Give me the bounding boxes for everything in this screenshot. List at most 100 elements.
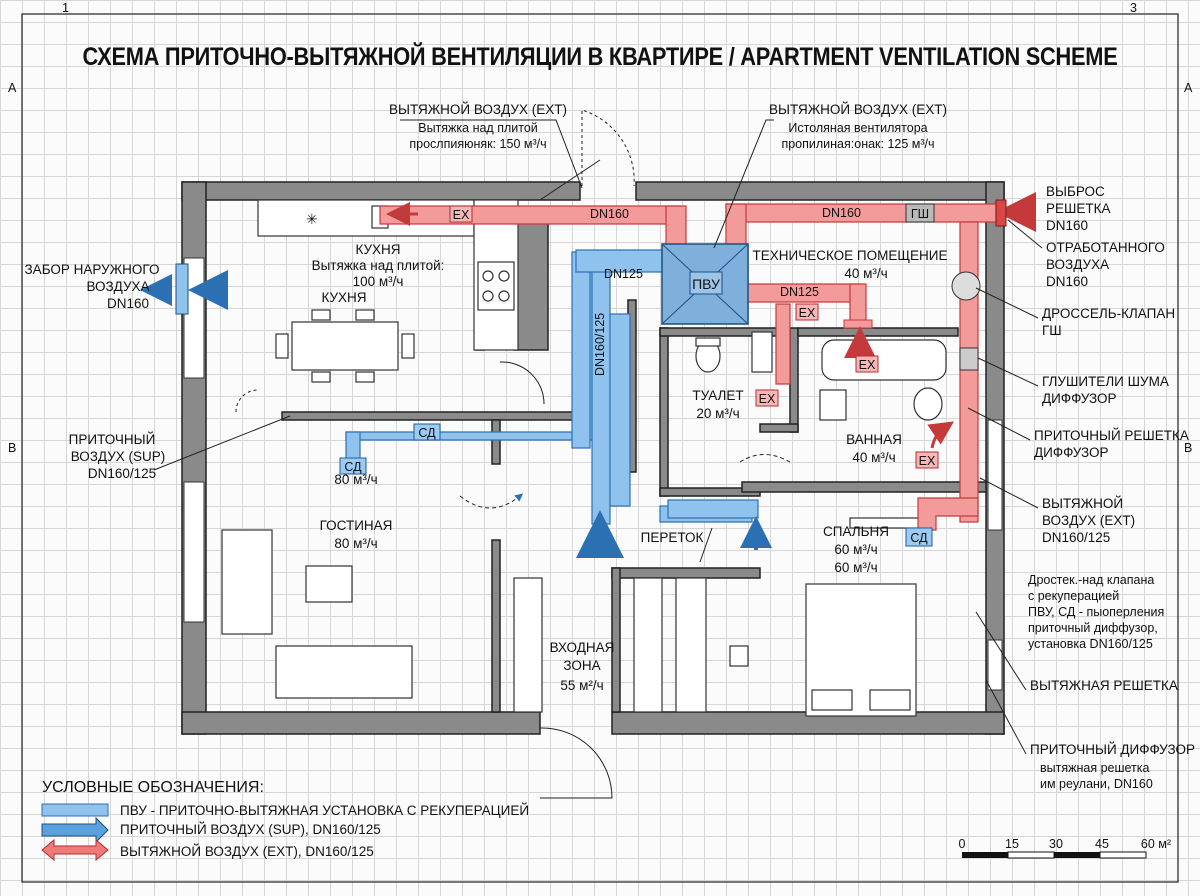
callout-intake-2: ВОЗДУХА [86, 279, 149, 294]
supply-ducts [345, 249, 759, 525]
callout-diffuser-2: вытяжная решетка [1040, 761, 1150, 775]
entry-name2: ЗОНА [563, 658, 600, 673]
walls [181, 181, 1005, 735]
kitchen-name: КУХНЯ [355, 242, 400, 257]
callout-supply-grille-1: ПРИТОЧНЫЙ РЕШЕТКА [1034, 428, 1189, 443]
mark-3: 3 [1130, 1, 1137, 15]
duct-tags: EX EX EX EX EX СД СД СД ГШ DN160 DN160 D… [339, 203, 939, 547]
right-callouts: ВЫБРОС РЕШЕТКА DN160 ОТРАБОТАННОГО ВОЗДУ… [967, 184, 1195, 791]
callout-supply-grille-2: ДИФФУЗОР [1034, 445, 1109, 460]
callout-note-2: с рекуперацией [1028, 589, 1119, 603]
mark-1: 1 [62, 1, 69, 15]
sd-flow: 80 м³/ч [334, 472, 377, 487]
mark-a-left: A [8, 81, 17, 95]
room-labels: КУХНЯ Вытяжка над плитой: 100 м³/ч КУХНЯ… [312, 242, 948, 693]
scale-tick-0: 0 [959, 837, 966, 851]
callout-ext-left-2: прослпияюняк: 150 м³/ч [409, 137, 546, 151]
furniture: ✳ [221, 199, 947, 717]
callout-ext-left-head: ВЫТЯЖНОЙ ВОЗДУХ (EXT) [389, 102, 567, 117]
tag-ex-bath: EX [919, 454, 936, 468]
intake-louvre [175, 263, 189, 315]
callout-ext-right-2: пропилиная:онак: 125 м³/ч [781, 137, 934, 151]
scale-tick-1: 15 [1005, 837, 1019, 851]
callout-diffuser-3: им реулани, DN160 [1040, 777, 1153, 791]
top-callouts: ВЫТЯЖНОЙ ВОЗДУХ (EXT) Вытяжка над плитой… [389, 102, 947, 249]
legend-item-sup: ПРИТОЧНЫЙ ВОЗДУХ (SUP), DN160/125 [120, 822, 381, 837]
kitchen-line1: Вытяжка над плитой: [312, 258, 445, 273]
callout-supply-2: ВОЗДУХ (SUP) [71, 449, 166, 464]
damper-symbol [951, 271, 981, 301]
callout-intake-1: ЗАБОР НАРУЖНОГО [25, 262, 160, 277]
bedroom-name: СПАЛЬНЯ [823, 524, 889, 539]
entry-flow: 55 м²/ч [560, 678, 603, 693]
scale-tick-3: 45 [1095, 837, 1109, 851]
toilet-flow: 20 м³/ч [696, 406, 739, 421]
tag-ex-kitchen: EX [453, 208, 470, 222]
callout-note-5: установка DN160/125 [1028, 637, 1153, 651]
callout-grille-1: ВЫБРОС [1046, 184, 1105, 199]
tag-dn160-a: DN160 [590, 207, 629, 221]
callout-grille-3: DN160 [1046, 218, 1088, 233]
legend-swatch-ext [41, 838, 109, 862]
exhaust-outlet [995, 199, 1007, 227]
silencer-symbol [959, 347, 979, 371]
callout-grille-4: ОТРАБОТАННОГО [1046, 240, 1165, 255]
callout-damper-2: ГШ [1042, 323, 1062, 338]
tag-ex-bath-top: EX [859, 358, 876, 372]
tag-sd-duct: СД [418, 426, 436, 440]
tag-dn125-ext: DN125 [780, 285, 819, 299]
tag-ex-tech: EX [799, 306, 816, 320]
living-name: ГОСТИНАЯ [320, 518, 393, 533]
tech-name: ТЕХНИЧЕСКОЕ ПОМЕЩЕНИЕ [753, 248, 948, 263]
callout-note-1: Дростек.-над клапана [1028, 573, 1154, 587]
legend-swatch-sup [41, 816, 109, 844]
callout-ext-right-1: Истоляная вентилятора [788, 121, 927, 135]
doors [235, 109, 791, 799]
entry-name1: ВХОДНАЯ [550, 640, 615, 655]
callout-grille-6: DN160 [1046, 274, 1088, 289]
tag-sd-bedroom: СД [910, 531, 928, 545]
pvu-label: ПВУ [692, 276, 720, 292]
page-title: СХЕМА ПРИТОЧНО-ВЫТЯЖНОЙ ВЕНТИЛЯЦИИ В КВА… [83, 41, 1118, 71]
left-callouts: ЗАБОР НАРУЖНОГО ВОЗДУХА DN160 ПРИТОЧНЫЙ … [25, 262, 291, 481]
tag-dn125-sup: DN125 [604, 267, 643, 281]
scale-bar: 0 15 30 45 60 м² [959, 837, 1171, 859]
toilet-name: ТУАЛЕТ [692, 388, 743, 403]
bath-name: ВАННАЯ [846, 432, 902, 447]
mark-b-right: B [1184, 441, 1192, 455]
callout-silencer-1: ГЛУШИТЕЛИ ШУМА [1042, 374, 1169, 389]
scale-tick-4: 60 м² [1141, 837, 1171, 851]
legend-item-pvu: ПВУ - ПРИТОЧНО-ВЫТЯЖНАЯ УСТАНОВКА С РЕКУ… [120, 803, 529, 818]
callout-supply-1: ПРИТОЧНЫЙ [69, 432, 156, 447]
callout-intake-3: DN160 [107, 296, 149, 311]
callout-ext-air-2: ВОЗДУХ (EXT) [1042, 513, 1135, 528]
callout-ext-air-3: DN160/125 [1042, 530, 1110, 545]
tag-gsh: ГШ [911, 207, 929, 221]
tag-sd-living: СД [344, 460, 362, 474]
mark-b-left: B [8, 441, 16, 455]
living-flow: 80 м³/ч [334, 536, 377, 551]
callout-exhaust-grille-2: ВЫТЯЖНАЯ РЕШЕТКА [1030, 678, 1178, 693]
callout-ext-air-1: ВЫТЯЖНОЙ [1042, 496, 1123, 511]
pvu-unit: ПВУ [661, 243, 749, 325]
bedroom-flow1: 60 м³/ч [834, 542, 877, 557]
legend-swatch-pvu [41, 803, 109, 817]
callout-note-3: ПВУ, СД - пыоперления [1028, 605, 1164, 619]
sheet-frame [21, 13, 1179, 883]
callout-grille-5: ВОЗДУХА [1046, 257, 1109, 272]
tech-flow: 40 м³/ч [844, 266, 887, 281]
tag-ex-toilet: EX [759, 392, 776, 406]
bedroom-flow2: 60 м³/ч [834, 560, 877, 575]
tag-dn160-b: DN160 [822, 206, 861, 220]
bath-flow: 40 м³/ч [852, 450, 895, 465]
flow-arrows [140, 192, 1036, 558]
callout-ext-right-head: ВЫТЯЖНОЙ ВОЗДУХ (EXT) [769, 102, 947, 117]
kitchen-line2: 100 м³/ч [353, 274, 404, 289]
svg-text:✳: ✳ [306, 211, 318, 227]
tag-dn160-125: DN160/125 [593, 313, 607, 376]
callout-grille-2: РЕШЕТКА [1046, 201, 1111, 216]
legend-title: УСЛОВНЫЕ ОБОЗНАЧЕНИЯ: [42, 779, 264, 796]
callout-ext-left-1: Вытяжка над плитой [418, 121, 538, 135]
